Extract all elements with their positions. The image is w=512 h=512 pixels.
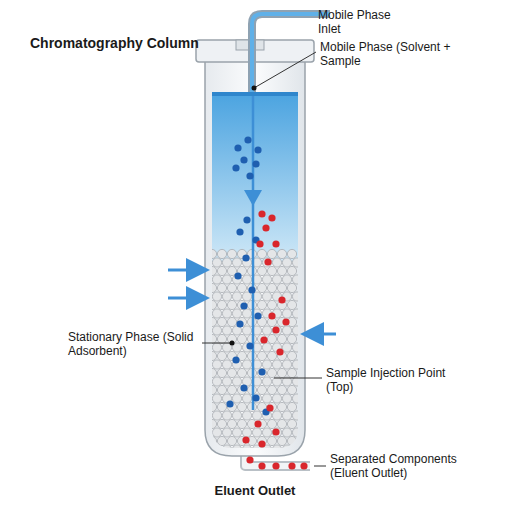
outlet-title: Eluent Outlet bbox=[180, 484, 330, 498]
side-arrow bbox=[312, 333, 336, 336]
flow-line bbox=[252, 96, 255, 410]
mobile-phase-label: Mobile Phase (Solvent + Sample bbox=[320, 40, 455, 68]
diagram-title: Chromatography Column bbox=[30, 36, 199, 50]
outlet-label: Separated Components (Eluent Outlet) bbox=[330, 452, 490, 480]
injection-label: Sample Injection Point (Top) bbox=[326, 366, 456, 394]
mobile-phase-liquid bbox=[212, 92, 298, 262]
outlet-label: Separated Components (Eluent Outlet) bbox=[330, 452, 490, 480]
sample-molecules bbox=[226, 136, 307, 469]
mobile-phase-label: Mobile Phase (Solvent + Sample bbox=[320, 40, 455, 68]
glass-tube bbox=[205, 58, 305, 456]
outlet-title: Eluent Outlet bbox=[180, 484, 330, 498]
leader-lines bbox=[202, 52, 326, 466]
flow-arrowhead bbox=[244, 190, 262, 206]
injection-label: Sample Injection Point (Top) bbox=[326, 366, 456, 394]
inlet-label: Mobile Phase Inlet bbox=[318, 8, 408, 36]
stationary-phase-label: Stationary Phase (Solid Adsorbent) bbox=[68, 330, 200, 358]
inlet-label: Mobile Phase Inlet bbox=[318, 8, 408, 36]
stationary-phase-label: Stationary Phase (Solid Adsorbent) bbox=[68, 330, 200, 358]
side-arrow bbox=[168, 297, 198, 300]
side-arrow bbox=[168, 269, 198, 272]
diagram-title: Chromatography Column bbox=[30, 36, 199, 50]
stationary-phase-beads bbox=[207, 249, 301, 454]
